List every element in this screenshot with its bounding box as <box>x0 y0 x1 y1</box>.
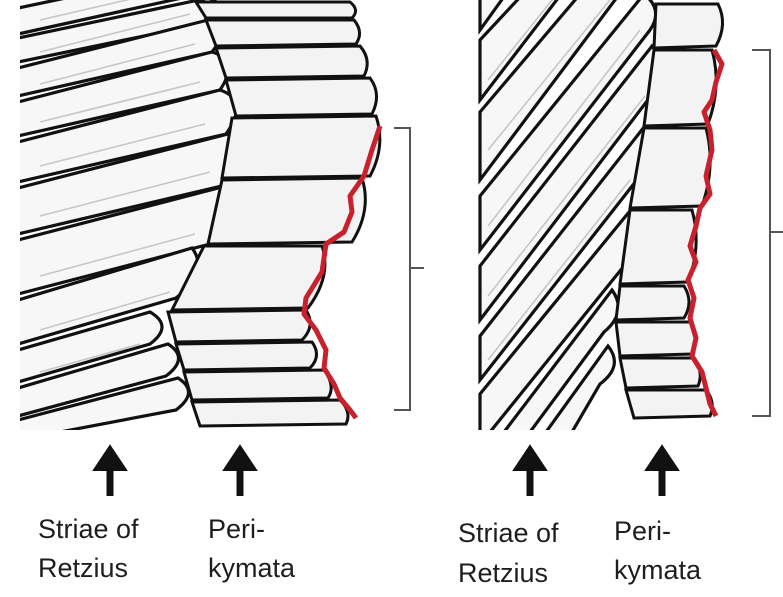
right-perikymata-label-line1: Peri- <box>614 514 671 548</box>
right-striae-label-line1: Striae of <box>458 516 559 550</box>
up-arrow-icon <box>646 446 678 496</box>
left-enamel-panel <box>18 0 380 440</box>
up-arrow-icon <box>224 446 256 496</box>
left-bracket <box>394 128 424 410</box>
left-perikymata-label-line1: Peri- <box>208 512 265 546</box>
right-enamel-panel <box>480 0 723 432</box>
right-perikymata-blocks <box>616 4 723 418</box>
right-perikymata-label-line2: kymata <box>614 553 701 587</box>
right-bracket <box>752 50 783 416</box>
left-perikymata-label-line2: kymata <box>208 551 295 585</box>
up-arrow-icon <box>94 446 126 496</box>
right-striae-label-line2: Retzius <box>458 556 548 590</box>
up-arrow-icon <box>514 446 546 496</box>
left-striae-label-line2: Retzius <box>38 551 128 585</box>
left-striae-label-line1: Striae of <box>38 512 139 546</box>
